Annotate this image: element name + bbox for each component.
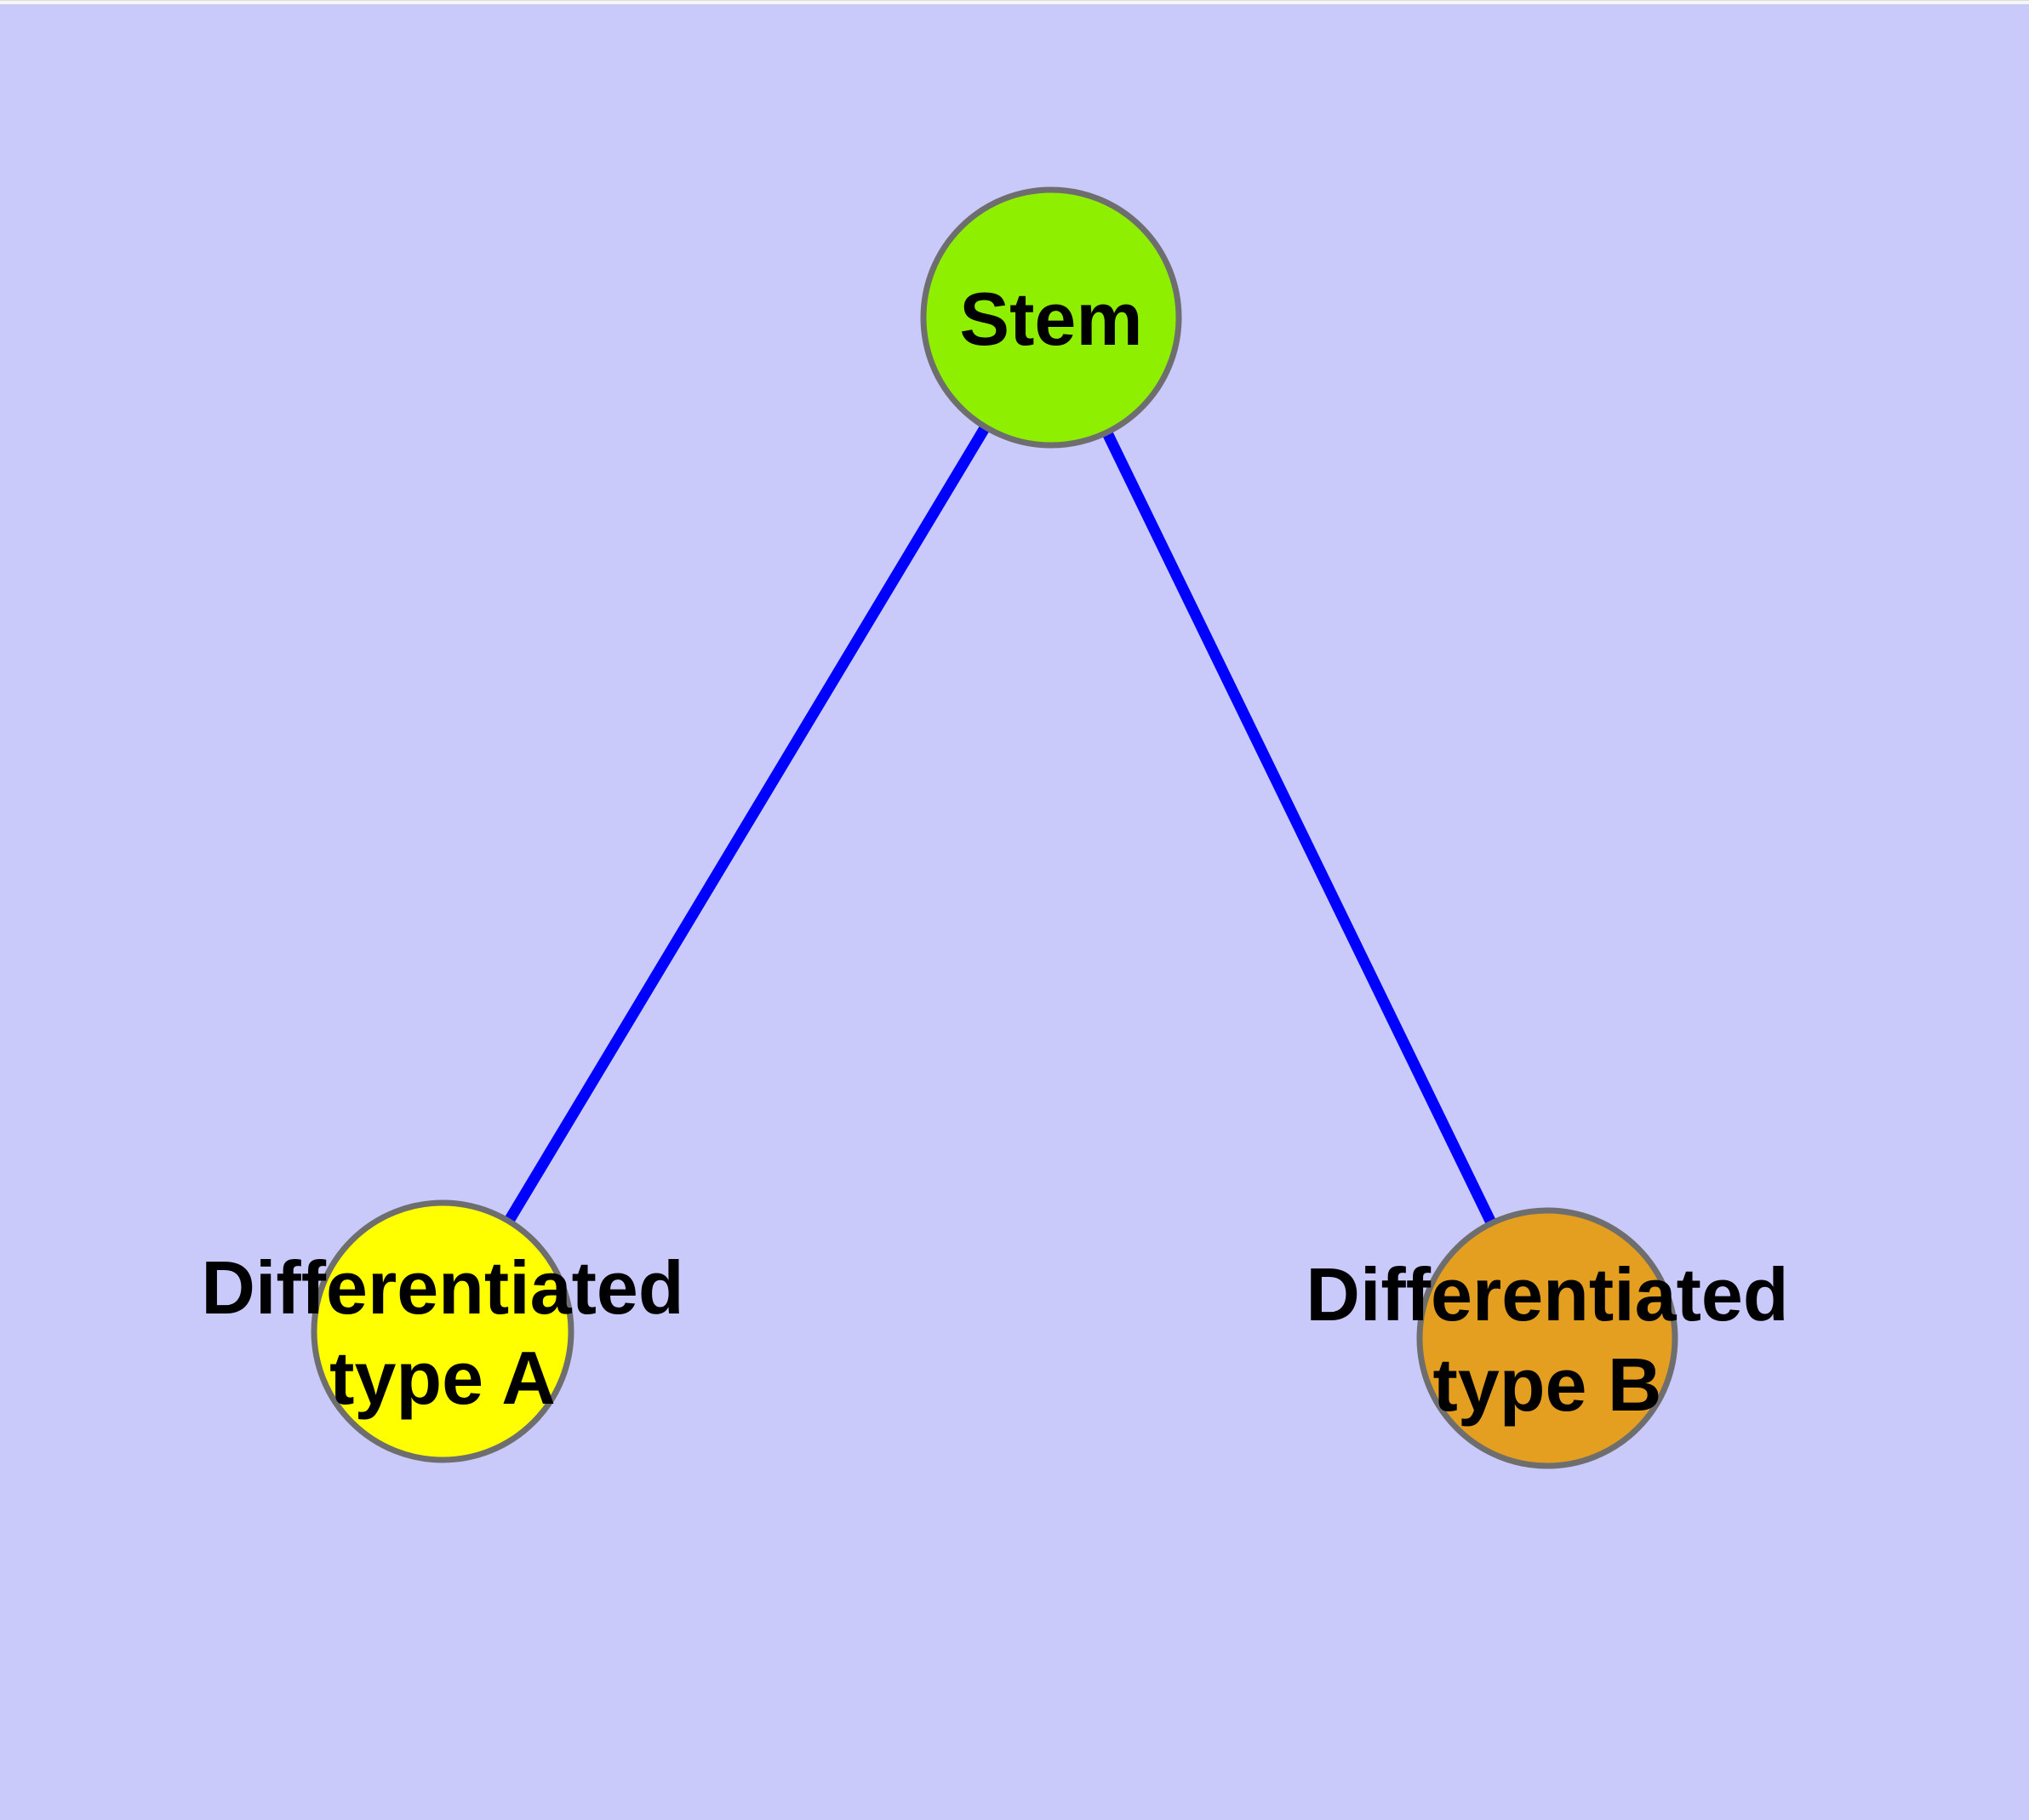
node-stem-label-text: Stem [959, 277, 1143, 361]
node-differentiated-type-a-label-line2: type A [329, 1336, 556, 1420]
node-stem-circle [920, 186, 1182, 449]
node-differentiated-type-b-label-line2: type B [1432, 1342, 1662, 1427]
edge-stem-to-type-b [1046, 315, 1552, 1341]
node-differentiated-type-b-label-line1: Differentiated [1306, 1252, 1789, 1336]
node-differentiated-type-b-label: Differentiated type B [1306, 1250, 1788, 1430]
node-stem-label: Stem [959, 274, 1142, 364]
top-margin-strip [0, 0, 2029, 4]
node-differentiated-type-a-label-line1: Differentiated [201, 1245, 684, 1330]
node-differentiated-type-a-circle [311, 1199, 574, 1463]
edge-stem-to-type-a [437, 314, 1056, 1335]
node-differentiated-type-b-circle [1416, 1207, 1678, 1469]
node-differentiated-type-a-label: Differentiated type A [201, 1243, 683, 1423]
